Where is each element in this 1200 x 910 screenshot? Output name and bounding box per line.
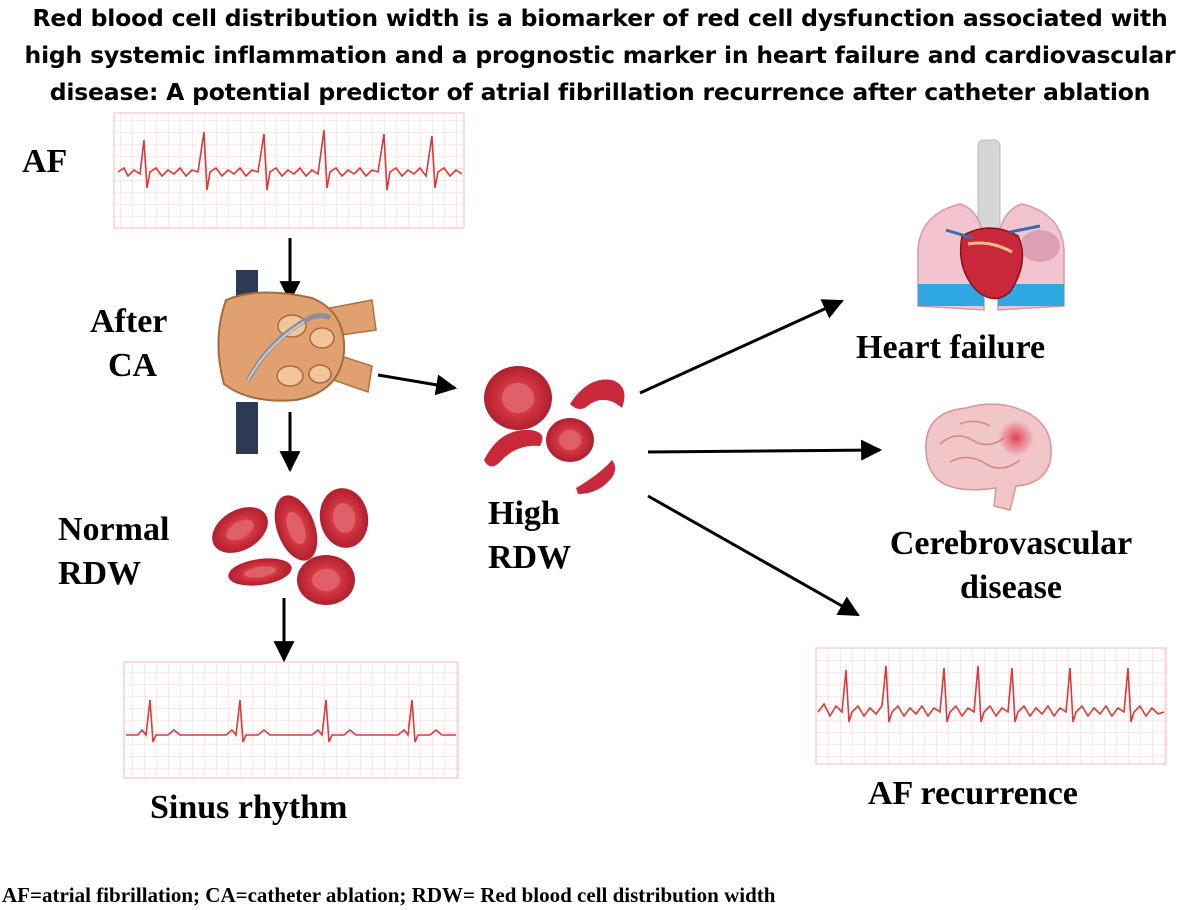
label-normal-rdw-line-1: Normal [58,511,170,548]
label-high-rdw-line-2: RDW [488,539,572,576]
title-line-2: high systemic inflammation and a prognos… [24,41,1176,69]
flow-arrows [273,238,883,663]
arrow-high-rdw-to-cerebrovascular [647,439,883,461]
sinus-rhythm-ecg-strip [123,661,459,779]
label-cerebrovascular-line-1: Cerebrovascular [889,525,1133,562]
label-cerebrovascular-disease: Cerebrovascular disease [866,522,1156,610]
label-normal-rdw-line-2: RDW [58,555,142,592]
label-cerebrovascular-line-2: disease [960,569,1062,606]
label-sinus-rhythm: Sinus rhythm [150,789,348,826]
label-after-ca-line-2: CA [108,347,158,384]
title-line-1: Red blood cell distribution width is a b… [32,4,1168,32]
af-recurrence-ecg-strip [815,647,1167,765]
heart-lungs-illustration [917,139,1065,311]
abbreviations-footnote: AF=atrial fibrillation; CA=catheter abla… [2,883,776,907]
arrow-ca-to-high-rdw [377,373,458,396]
label-af-recurrence: AF recurrence [868,775,1078,812]
label-high-rdw-line-1: High [488,495,560,532]
af-ecg-strip [113,112,465,229]
arrow-high-rdw-to-heart-failure [639,299,844,395]
label-after-ca: After CA [90,300,167,388]
title-line-3: disease: A potential predictor of atrial… [49,78,1151,106]
label-af: AF [22,143,68,180]
label-heart-failure: Heart failure [856,329,1046,366]
label-high-rdw: High RDW [488,492,571,580]
high-rdw-rbc-cluster [484,366,625,494]
brain-illustration [925,403,1052,511]
normal-rbc-cluster [212,488,369,605]
arrow-high-rdw-to-af-recurrence [647,494,860,617]
figure-title: Red blood cell distribution width is a b… [0,0,1200,111]
heart-catheter-illustration [217,270,377,454]
label-after-ca-line-1: After [90,303,168,340]
label-normal-rdw: Normal RDW [58,508,169,596]
